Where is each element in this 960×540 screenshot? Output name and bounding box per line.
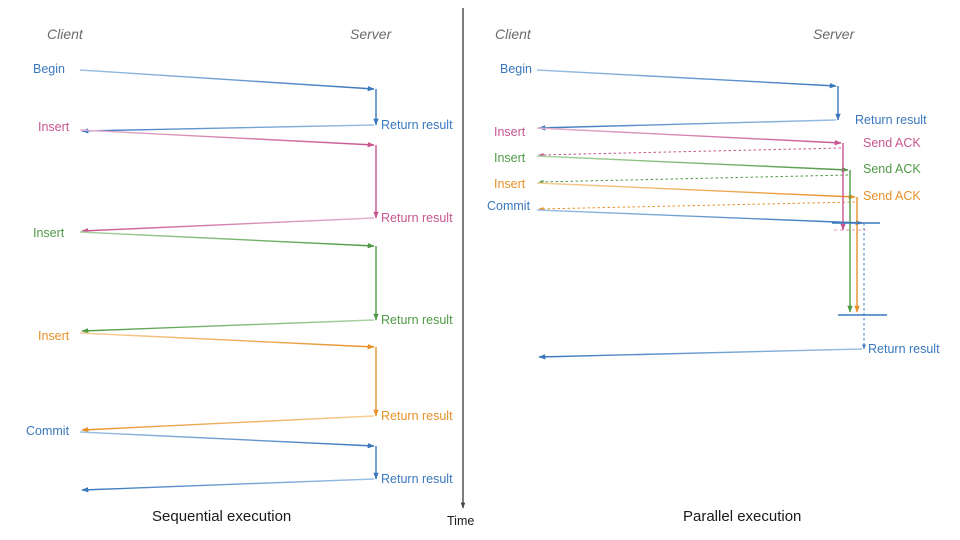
sequential-message-11-orange <box>81 415 375 433</box>
parallel-server-label-1: Send ACK <box>863 136 921 150</box>
sequential-message-3-pink <box>79 129 375 148</box>
sequential-message-14-blue <box>81 478 375 493</box>
parallel-server-lane-title: Server <box>813 26 855 42</box>
parallel-server-label-0: Return result <box>855 113 927 127</box>
parallel-message-2-blue <box>538 119 837 131</box>
sequential-client-label-2: Insert <box>33 226 65 240</box>
parallel-client-label-1: Insert <box>494 125 526 139</box>
parallel-server-label-4: Return result <box>868 342 940 356</box>
parallel-client-label-4: Commit <box>487 199 531 213</box>
parallel-message-4-pink <box>538 147 842 157</box>
parallel-server-label-3: Send ACK <box>863 189 921 203</box>
sequential-server-label-1: Return result <box>381 211 453 225</box>
sequential-client-label-0: Begin <box>33 62 65 76</box>
sequential-panel-arrows <box>79 69 379 493</box>
time-axis-label: Time <box>447 514 475 528</box>
parallel-message-3-pink <box>536 127 842 146</box>
parallel-client-label-3: Insert <box>494 177 526 191</box>
parallel-message-8-orange <box>538 201 856 211</box>
sequential-message-6-green <box>79 231 375 249</box>
parallel-client-label-2: Insert <box>494 151 526 165</box>
sequential-client-label-4: Commit <box>26 424 70 438</box>
parallel-message-9-blue <box>536 209 863 226</box>
parallel-message-14-blue <box>538 348 863 360</box>
sequential-server-label-3: Return result <box>381 409 453 423</box>
sequential-client-label-3: Insert <box>38 329 70 343</box>
parallel-panel-arrows <box>536 69 887 360</box>
sequential-message-2-blue <box>81 124 375 134</box>
parallel-message-5-green <box>536 155 849 173</box>
parallel-client-label-0: Begin <box>500 62 532 76</box>
sequential-message-9-orange <box>79 332 375 350</box>
sequential-server-label-4: Return result <box>381 472 453 486</box>
sequential-message-8-green <box>81 319 375 334</box>
sequential-message-0-blue <box>79 69 375 92</box>
sequential-client-label-1: Insert <box>38 120 70 134</box>
sequential-message-12-blue <box>79 431 375 449</box>
sequential-caption: Sequential execution <box>152 508 292 525</box>
parallel-server-label-2: Send ACK <box>863 162 921 176</box>
parallel-caption: Parallel execution <box>683 508 802 525</box>
sequential-message-5-pink <box>81 217 375 234</box>
parallel-message-6-green <box>538 174 849 184</box>
sequential-server-label-2: Return result <box>381 313 453 327</box>
parallel-message-0-blue <box>536 69 837 89</box>
sequential-server-label-0: Return result <box>381 118 453 132</box>
parallel-client-lane-title: Client <box>495 26 531 42</box>
sequential-client-lane-title: Client <box>47 26 83 42</box>
sequential-server-lane-title: Server <box>350 26 392 42</box>
parallel-message-7-orange <box>536 182 856 200</box>
